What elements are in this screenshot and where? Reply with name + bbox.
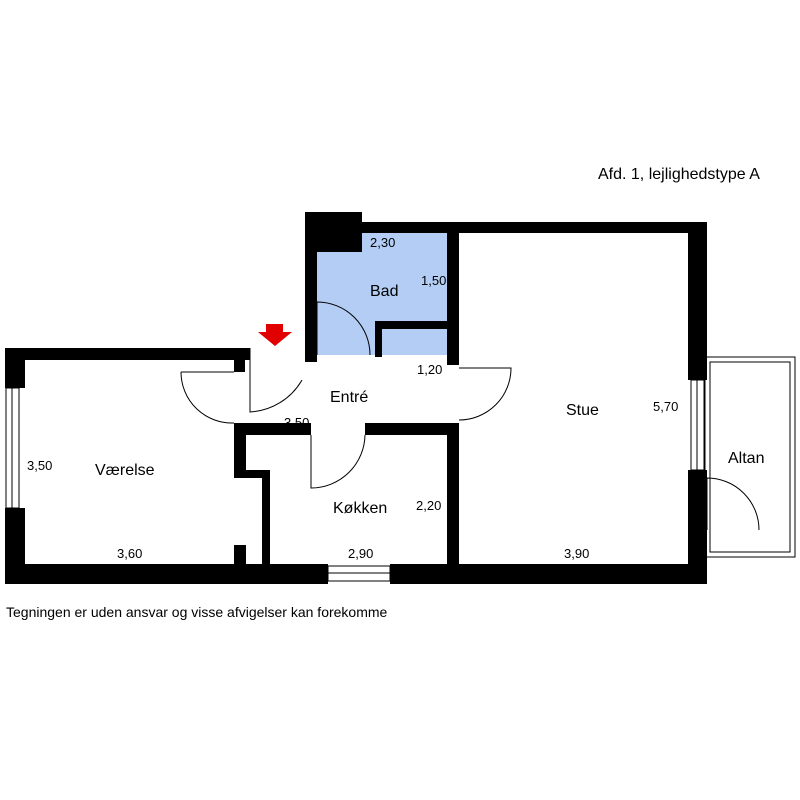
dim-stue-depth: 5,70 [653, 399, 678, 414]
entrance-arrow-icon [258, 324, 292, 346]
windows [5, 379, 705, 582]
room-label-stue: Stue [566, 402, 599, 419]
dim-bad-width: 2,30 [370, 235, 395, 250]
dim-stue-width: 3,90 [564, 546, 589, 561]
doors [180, 301, 760, 531]
dim-kokken-depth: 2,20 [416, 498, 441, 513]
room-label-kokken: Køkken [333, 500, 387, 517]
room-label-bad: Bad [370, 283, 398, 300]
dim-vaerelse-width: 3,60 [117, 546, 142, 561]
dim-bad-depth: 1,50 [421, 273, 446, 288]
dim-entre-width: 3,50 [284, 415, 309, 430]
room-label-altan: Altan [728, 450, 764, 467]
plan-title: Afd. 1, lejlighedstype A [598, 166, 760, 183]
disclaimer: Tegningen er uden ansvar og visse afvige… [6, 604, 388, 620]
dim-kokken-width: 2,90 [348, 546, 373, 561]
room-label-entre: Entré [330, 389, 368, 406]
balcony [704, 356, 796, 558]
dim-vaerelse-depth: 3,50 [27, 458, 52, 473]
dim-entre-depth: 1,20 [417, 362, 442, 377]
room-label-vaerelse: Værelse [95, 462, 155, 479]
walls [5, 212, 707, 584]
